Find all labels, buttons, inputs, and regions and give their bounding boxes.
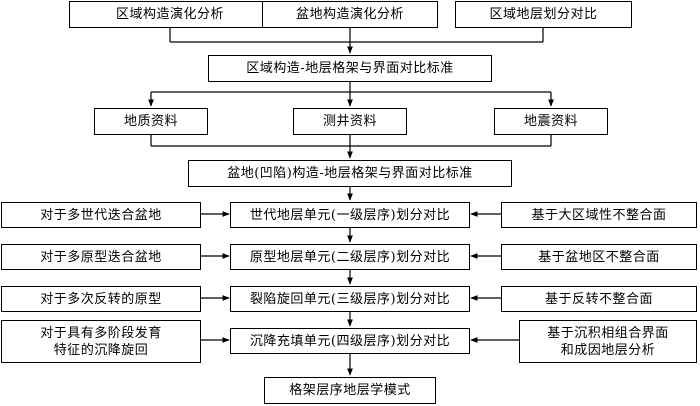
node-second-order-sequence: 原型地层单元(二级层序)划分对比 xyxy=(230,244,470,270)
node-geological-data: 地质资料 xyxy=(94,108,208,135)
node-regional-framework-standard: 区域构造-地层格架与界面对比标准 xyxy=(208,55,492,82)
node-left-condition-4: 对于具有多阶段发育 特征的沉降旋回 xyxy=(1,320,201,363)
node-well-log-data: 测井资料 xyxy=(293,108,407,135)
node-regional-tectonic-evolution: 区域构造演化分析 xyxy=(69,1,271,28)
node-seismic-data: 地震资料 xyxy=(494,108,608,135)
node-regional-stratigraphic-division: 区域地层划分对比 xyxy=(455,1,632,28)
node-framework-sequence-model: 格架层序地层学模式 xyxy=(264,377,436,404)
node-fourth-order-sequence: 沉降充填单元(四级层序)划分对比 xyxy=(230,328,470,354)
node-right-basis-1: 基于大区域性不整合面 xyxy=(501,202,697,228)
node-third-order-sequence: 裂陷旋回单元(三级层序)划分对比 xyxy=(230,286,470,312)
node-right-basis-2: 基于盆地区不整合面 xyxy=(501,244,697,270)
node-left-condition-3: 对于多次反转的原型 xyxy=(1,286,201,312)
node-right-basis-3: 基于反转不整合面 xyxy=(501,286,697,312)
node-basin-framework-standard: 盆地(凹陷)构造-地层格架与界面对比标准 xyxy=(188,160,512,187)
node-first-order-sequence: 世代地层单元(一级层序)划分对比 xyxy=(230,202,470,228)
node-left-condition-1: 对于多世代迭合盆地 xyxy=(1,202,201,228)
node-right-basis-4: 基于沉积相组合界面 和成因地层分析 xyxy=(519,320,697,363)
node-basin-tectonic-evolution: 盆地构造演化分析 xyxy=(262,1,438,28)
node-left-condition-2: 对于多原型迭合盆地 xyxy=(1,244,201,270)
